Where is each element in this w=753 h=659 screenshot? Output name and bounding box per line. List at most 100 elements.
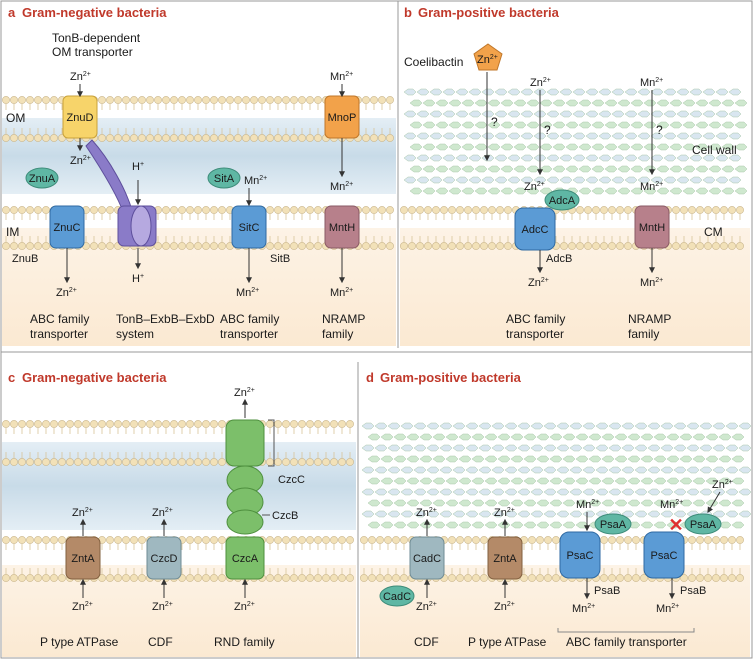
adcc-label: AdcC [522, 224, 549, 236]
zn-ion-peri-a: Zn2+ [70, 155, 91, 167]
caption-a4-line2: family [322, 327, 353, 341]
h-ion-cyto: H+ [132, 273, 144, 285]
cell-wall-label: Cell wall [692, 143, 737, 157]
sitb-label: SitB [270, 253, 290, 265]
zn-ion-top-d3: Zn2+ [712, 479, 733, 491]
caption-a3-line2: transporter [220, 327, 278, 341]
psab-label-2: PsaB [680, 585, 706, 597]
zn-ion-top-d1: Zn2+ [416, 507, 437, 519]
mnth-label-a: MntH [329, 222, 355, 234]
panel-c-letter: c [8, 370, 15, 385]
lipid-bilayer [2, 420, 354, 466]
mn-ion-bot-d1: Mn2+ [572, 603, 595, 615]
caption-a2-line2: system [116, 327, 154, 341]
mn-ion-peri-a: Mn2+ [330, 181, 353, 193]
mn-ion-top-d1: Mn2+ [576, 499, 599, 511]
tonb-label-line2: OM transporter [52, 45, 133, 59]
caption-c3: RND family [214, 635, 275, 649]
caption-b1-line1: ABC family [506, 312, 565, 326]
panel-a: a Gram-negative bacteria TonB-dependent … [2, 5, 396, 346]
mn-ion-cyto-a-sit: Mn2+ [236, 287, 259, 299]
abc-bracket [557, 628, 695, 633]
zn-ion-top-c2: Zn2+ [152, 507, 173, 519]
znua-label: ZnuA [29, 173, 56, 185]
cell-wall-mesh [361, 422, 752, 529]
mnth-label-b: MntH [639, 222, 665, 234]
psac-label-2: PsaC [651, 550, 678, 562]
czcd-label: CzcD [151, 553, 178, 565]
lipid-bilayer [2, 96, 394, 142]
caption-c1: P type ATPase [40, 635, 119, 649]
block-cross: ✕ [668, 515, 683, 535]
caption-d2: P type ATPase [468, 635, 547, 649]
mn-ion-peri-a-sit: Mn2+ [244, 175, 267, 187]
panel-d-title: Gram-positive bacteria [380, 370, 522, 385]
zn-in-coelibactin: Zn2+ [477, 54, 498, 66]
psaa-protein-1 [594, 513, 632, 535]
caption-a2-line1: TonB–ExbB–ExbD [116, 312, 215, 326]
panel-b: b Gram-positive bacteria Coelibactin Zn2… [400, 5, 750, 346]
sita-label: SitA [214, 173, 235, 185]
im-label: IM [6, 225, 19, 239]
panel-b-letter: b [404, 5, 412, 20]
czcb-label: CzcB [272, 510, 298, 522]
om-label: OM [6, 111, 25, 125]
zn-ion-bot-c2: Zn2+ [152, 601, 173, 613]
panel-d: d Gram-positive bacteria CadC CadC Zn2+ … [360, 370, 752, 657]
zn-ion-top-d2: Zn2+ [494, 507, 515, 519]
question-mark-3: ? [656, 123, 663, 137]
adcb-label: AdcB [546, 253, 572, 265]
zn-ion-top-a: Zn2+ [70, 71, 91, 83]
cadc-label: CadC [413, 553, 441, 565]
zn-ion-bot-d2: Zn2+ [494, 601, 515, 613]
znta-label-c: ZntA [71, 553, 95, 565]
zn-ion-bot-c3: Zn2+ [234, 601, 255, 613]
znud-label: ZnuD [67, 112, 94, 124]
adcc-transporter [514, 207, 556, 251]
question-mark-2: ? [544, 123, 551, 137]
caption-d1: CDF [414, 635, 439, 649]
zn-ion-top-b: Zn2+ [530, 77, 551, 89]
mn-ion-top-a: Mn2+ [330, 71, 353, 83]
mn-ion-cyto-a: Mn2+ [330, 287, 353, 299]
cadc-regulator [379, 585, 415, 607]
czcc-label: CzcC [278, 474, 305, 486]
question-mark-1: ? [491, 115, 498, 129]
czcc-bracket [268, 419, 275, 467]
panel-c-title: Gram-negative bacteria [22, 370, 167, 385]
psac-transporter-2 [643, 531, 685, 579]
zn-ion-top-c3: Zn2+ [234, 387, 255, 399]
caption-b2-line2: family [628, 327, 659, 341]
zn-ion-wall-b: Zn2+ [524, 181, 545, 193]
h-ion-peri: H+ [132, 161, 144, 173]
znuc-label: ZnuC [54, 222, 81, 234]
mn-ion-top-d2: Mn2+ [660, 499, 683, 511]
zn-ion-cyto-a: Zn2+ [56, 287, 77, 299]
caption-c2: CDF [148, 635, 173, 649]
caption-d3: ABC family transporter [566, 635, 687, 649]
mn-ion-bot-d2: Mn2+ [656, 603, 679, 615]
mn-ion-cyto-b: Mn2+ [640, 277, 663, 289]
mn-ion-top-b: Mn2+ [640, 77, 663, 89]
znua-protein [25, 167, 59, 189]
panel-a-title: Gram-negative bacteria [22, 5, 167, 20]
psaa-label-2: PsaA [690, 519, 717, 531]
cadc-regulator-label: CadC [383, 591, 411, 603]
caption-b2-line1: NRAMP [628, 312, 671, 326]
adca-label: AdcA [549, 195, 576, 207]
coelibactin-pentagon [473, 43, 503, 71]
sita-protein [207, 167, 241, 189]
mn-ion-wall-b: Mn2+ [640, 181, 663, 193]
psac-transporter-1 [559, 531, 601, 579]
caption-b1-line2: transporter [506, 327, 564, 341]
coelibactin-label: Coelibactin [404, 55, 463, 69]
cell-wall-mesh [403, 88, 748, 195]
czcb-segment-3 [226, 509, 264, 535]
caption-a3-line1: ABC family [220, 312, 279, 326]
zn-ion-bot-c1: Zn2+ [72, 601, 93, 613]
zn-ion-bot-d1: Zn2+ [416, 601, 437, 613]
sitc-label: SitC [239, 222, 260, 234]
tonb-label-line1: TonB-dependent [52, 31, 141, 45]
czcc-protein [225, 419, 265, 467]
